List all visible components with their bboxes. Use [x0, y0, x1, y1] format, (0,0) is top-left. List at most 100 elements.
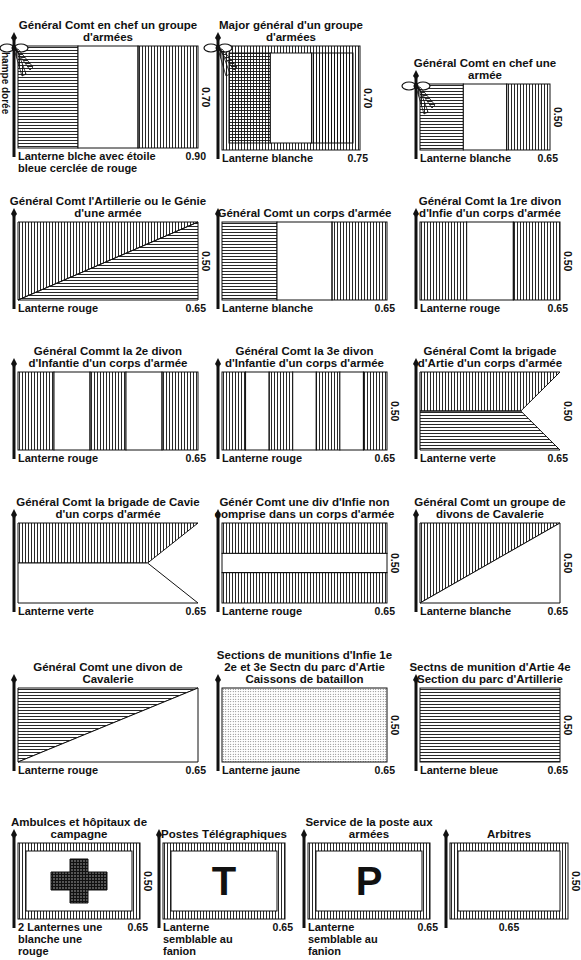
flag-heading: Sectns de munition d'Artie 4e Section du… — [409, 661, 571, 685]
flag-node: Service de la poste aux arméesPLanterne … — [308, 843, 430, 919]
flag-heading: Arbitres — [439, 828, 579, 840]
dimension-label: 0.50 — [562, 251, 573, 271]
dimension-label: 0.90 — [186, 151, 206, 162]
flag-node: Général Comt la 3e divon d'Infantie d'un… — [222, 372, 387, 450]
lantern-note: Lanterne blanche — [222, 302, 361, 314]
lantern-note: Lanterne verte — [18, 605, 172, 617]
flag-heading: Général Comt un groupe de divons de Cava… — [409, 496, 571, 520]
dimension-label: 0.65 — [450, 922, 568, 933]
dimension-label: 0.65 — [375, 765, 395, 776]
flag-heading: Général Comt en chef un groupe d'armées — [7, 19, 209, 43]
dimension-label: 0.65 — [418, 922, 438, 933]
flag-letter: T — [163, 861, 285, 901]
flag-heading: Général Comt une divon de Cavalerie — [7, 661, 209, 685]
flag-node: Ambulces et hôpitaux de campagne2 Lanter… — [18, 843, 140, 919]
flag-drawing — [408, 70, 552, 160]
pole-note: hampe dorée — [0, 52, 11, 114]
lantern-note: Lanterne blanche — [420, 152, 524, 164]
dimension-label: 0.65 — [548, 303, 568, 314]
lantern-note: Lanterne rouge — [18, 764, 172, 776]
flag-drawing — [408, 358, 562, 460]
dimension-label: 0.50 — [389, 553, 400, 573]
flag-drawing — [6, 509, 200, 613]
lantern-note: Lanterne rouge — [222, 605, 361, 617]
lantern-note: Lanterne blche avec étoile bleue cerclée… — [18, 150, 172, 174]
flag-drawing — [408, 509, 562, 613]
flag-heading: Général Comt la brigade d'Artie d'un cor… — [409, 345, 571, 369]
flag-node: Sectns de munition d'Artie 4e Section du… — [420, 688, 560, 762]
flag-drawing — [408, 674, 562, 772]
flag-node: Général Comt l'Artillerie ou le Génie d'… — [18, 222, 198, 300]
flag-drawing — [6, 674, 200, 772]
flag-drawing — [6, 208, 200, 310]
lantern-note: 2 Lanternes une blanche une rouge — [18, 921, 114, 957]
dimension-label: 0.50 — [562, 715, 573, 735]
flag-heading: Général Comt un corps d'armée — [211, 207, 398, 219]
dimension-label: 0.50 — [552, 107, 563, 127]
flag-node: Général Comt un groupe de divons de Cava… — [420, 523, 560, 603]
lantern-note: Lanterne blanche — [222, 152, 334, 164]
flag-node: Général Comt la brigade d'Artie d'un cor… — [420, 372, 560, 450]
flag-drawing — [408, 208, 562, 310]
dimension-label: 0.50 — [570, 871, 581, 891]
flag-heading: Général Comt l'Artillerie ou le Génie d'… — [7, 195, 209, 219]
flag-heading: Major général d'un groupe d'armées — [211, 19, 371, 43]
flag-node: Major général d'un groupe d'arméesLanter… — [222, 46, 360, 150]
dimension-label: 0.65 — [375, 453, 395, 464]
flag-node: Général Comt en chef un groupe d'arméesL… — [18, 46, 198, 148]
flag-drawing — [210, 208, 389, 310]
dimension-label: 0.65 — [186, 303, 206, 314]
dimension-label: 0.50 — [562, 553, 573, 573]
flag-drawing — [210, 32, 362, 160]
dimension-label: 0.65 — [538, 153, 558, 164]
flag-node: Général Comt la brigade de Cavie d'un co… — [18, 523, 198, 603]
dimension-label: 0.65 — [128, 922, 148, 933]
flag-drawing — [6, 358, 200, 460]
flag-node: Général Comt un corps d'arméeLanterne bl… — [222, 222, 387, 300]
flag-heading: Ambulces et hôpitaux de campagne — [7, 816, 151, 840]
flag-heading: Général Comt la 3e divon d'Infantie d'un… — [211, 345, 398, 369]
flag-node: Arbitres0.500.65 — [450, 843, 568, 919]
flag-heading: Général Comt la brigade de Cavie d'un co… — [7, 496, 209, 520]
dimension-label: 0.65 — [273, 922, 293, 933]
dimension-label: 0.65 — [548, 606, 568, 617]
lantern-note: Lanterne blanche — [420, 605, 534, 617]
flag-letter: P — [308, 861, 430, 901]
dimension-label: 0.75 — [348, 153, 368, 164]
lantern-note: Lanterne rouge — [420, 302, 534, 314]
lantern-note: Lanterne verte — [420, 452, 534, 464]
flag-heading: Général Comt la 1re divon d'Infie d'un c… — [409, 195, 571, 219]
flag-drawing — [438, 829, 570, 929]
lantern-note: Lanterne semblable au fanion — [308, 921, 404, 957]
lantern-note: Lanterne semblable au fanion — [163, 921, 259, 957]
dimension-label: 0.50 — [389, 715, 400, 735]
flag-node: Général Comt une divon de CavalerieLante… — [18, 688, 198, 762]
flag-drawing — [210, 674, 389, 772]
dimension-label: 0.50 — [389, 401, 400, 421]
dimension-label: 0.70 — [200, 87, 211, 107]
flag-heading: Génér Comt une div d'Infie non comprise … — [211, 496, 398, 520]
flag-node: Général Comt en chef une arméeLanterne b… — [420, 84, 550, 150]
flag-node: Sections de munitions d'Infie 1e 2e et 3… — [222, 688, 387, 762]
flag-node: Postes TélégraphiquesTLanterne semblable… — [163, 843, 285, 919]
dimension-label: 0.65 — [548, 765, 568, 776]
lantern-note: Lanterne rouge — [18, 302, 172, 314]
dimension-label: 0.65 — [186, 453, 206, 464]
dimension-label: 0.65 — [375, 303, 395, 314]
lantern-note: Lanterne jaune — [222, 764, 361, 776]
flag-heading: Postes Télégraphiques — [152, 828, 296, 840]
flag-drawing — [6, 32, 200, 158]
dimension-label: 0.65 — [375, 606, 395, 617]
flag-heading: Général Comt en chef une armée — [409, 57, 561, 81]
lantern-note: Lanterne rouge — [18, 452, 172, 464]
flag-heading: Service de la poste aux armées — [297, 816, 441, 840]
dimension-label: 0.50 — [562, 401, 573, 421]
lantern-note: Lanterne rouge — [222, 452, 361, 464]
dimension-label: 0.50 — [142, 871, 153, 891]
dimension-label: 0.65 — [186, 606, 206, 617]
dimension-label: 0.65 — [186, 765, 206, 776]
flag-heading: Sections de munitions d'Infie 1e 2e et 3… — [211, 649, 398, 685]
flag-drawing — [210, 509, 389, 613]
lantern-note: Lanterne bleue — [420, 764, 534, 776]
